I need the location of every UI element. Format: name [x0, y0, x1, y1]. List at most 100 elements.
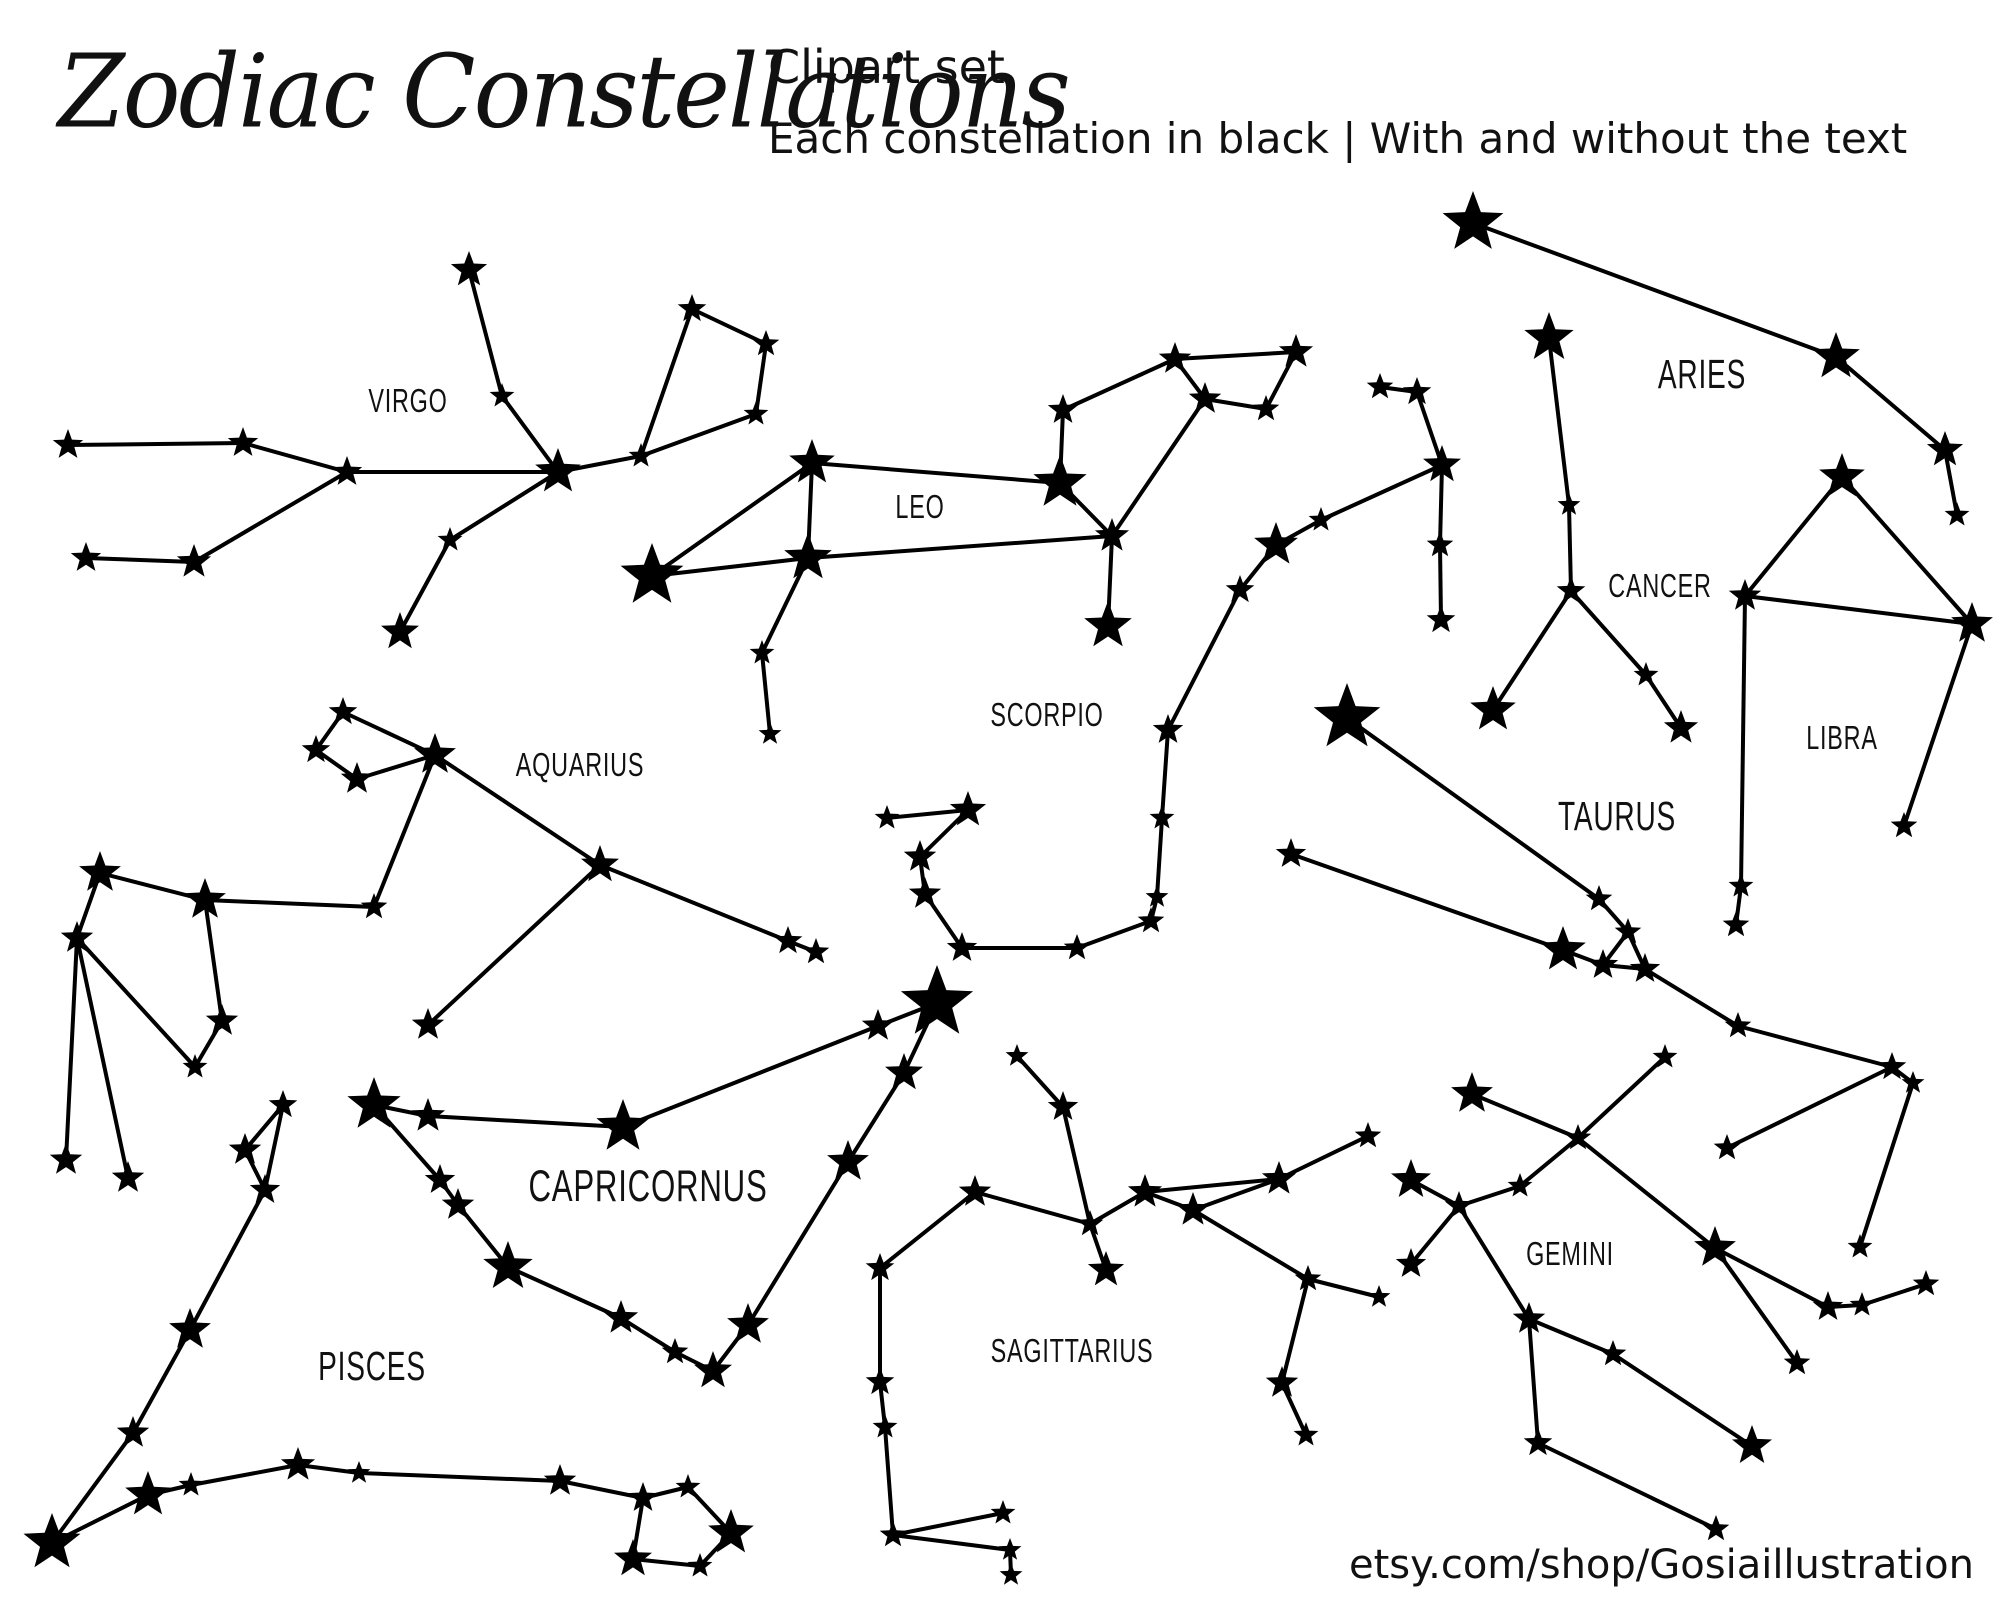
scorpio-connector-line	[1166, 588, 1242, 732]
aquarius-star-icon	[802, 938, 830, 964]
scorpio-connector-line	[1075, 919, 1153, 950]
gemini-label: GEMINI	[1526, 1236, 1614, 1273]
leo-star-icon	[1158, 342, 1192, 373]
virgo-star-icon	[331, 456, 363, 485]
gemini-star-icon	[1507, 1173, 1533, 1197]
pisces-star-icon	[687, 1553, 713, 1577]
sagittarius-star-icon	[958, 1175, 992, 1206]
constellation-gemini: GEMINI	[1391, 1044, 1940, 1541]
scorpio-star-icon	[1145, 885, 1169, 907]
pisces-star-icon	[543, 1464, 577, 1495]
gemini-connector-line	[1457, 1204, 1531, 1321]
scorpio-star-icon	[903, 840, 937, 871]
sagittarius-connector-line	[1015, 1054, 1065, 1109]
scorpio-star-icon	[874, 805, 900, 829]
taurus-star-icon	[1587, 949, 1619, 978]
page-title: Zodiac Constellations	[58, 33, 1071, 151]
gemini-star-icon	[1512, 1302, 1546, 1333]
gemini-connector-line	[1576, 1136, 1717, 1250]
taurus-connector-line	[1345, 716, 1601, 901]
scorpio-star-icon	[1366, 373, 1394, 399]
taurus-connector-line	[1643, 967, 1740, 1028]
gemini-star-icon	[1391, 1159, 1431, 1197]
pisces-star-icon	[249, 1174, 281, 1203]
virgo-connector-line	[448, 470, 560, 542]
leo-star-icon	[1278, 334, 1314, 367]
sagittarius-star-icon	[1076, 1210, 1104, 1236]
leo-connector-line	[1203, 397, 1268, 411]
leo-star-icon	[758, 722, 782, 744]
capricornus-star-icon	[483, 1241, 533, 1288]
gemini-star-icon	[1694, 1226, 1736, 1266]
scorpio-star-icon	[1402, 377, 1432, 405]
sagittarius-star-icon	[1265, 1366, 1299, 1397]
sagittarius-star-icon	[1367, 1285, 1391, 1307]
sagittarius-star-icon	[872, 1414, 898, 1438]
aries-connector-line	[1471, 221, 1838, 359]
scorpio-star-icon	[1423, 445, 1461, 482]
taurus-star-icon	[1847, 1234, 1873, 1258]
aquarius-star-icon	[414, 733, 456, 773]
leo-connector-line	[810, 461, 1062, 485]
aquarius-star-icon	[340, 762, 374, 793]
leo-connector-line	[650, 461, 814, 578]
scorpio-star-icon	[1308, 507, 1334, 531]
constellation-virgo: VIRGO	[52, 251, 780, 649]
cancer-star-icon	[1633, 662, 1659, 686]
sagittarius-star-icon	[999, 1563, 1023, 1585]
virgo-star-icon	[227, 427, 259, 456]
sagittarius-connector-line	[891, 1533, 1012, 1552]
capricornus-star-icon	[827, 1140, 869, 1180]
virgo-star-icon	[52, 429, 84, 458]
constellation-leo: LEO	[620, 334, 1314, 744]
libra-star-icon	[1951, 602, 1993, 642]
capricornus-star-icon	[694, 1351, 732, 1388]
aquarius-star-icon	[581, 845, 619, 882]
aries-star-icon	[1442, 191, 1504, 249]
capricornus-connector-line	[619, 1316, 677, 1354]
sagittarius-connector-line	[1088, 1190, 1147, 1226]
capricornus-star-icon	[441, 1188, 475, 1219]
capricornus-star-icon	[603, 1300, 639, 1333]
capricornus-star-icon	[861, 1009, 895, 1040]
virgo-connector-line	[84, 556, 196, 564]
aquarius-star-icon	[60, 921, 94, 952]
taurus-star-icon	[1275, 838, 1307, 867]
constellation-pisces: PISCES	[23, 1090, 754, 1577]
sagittarius-star-icon	[879, 1521, 907, 1547]
scorpio-connector-line	[1319, 463, 1444, 522]
libra-connector-line	[1743, 475, 1844, 598]
capricornus-connector-line	[846, 1071, 906, 1164]
sagittarius-star-icon	[1261, 1161, 1297, 1194]
scorpio-star-icon	[1426, 531, 1454, 557]
scorpio-star-icon	[908, 877, 942, 908]
gemini-star-icon	[1523, 1428, 1553, 1456]
pisces-connector-line	[631, 1557, 702, 1568]
virgo-connector-line	[66, 441, 245, 447]
pisces-connector-line	[50, 1431, 135, 1545]
pisces-connector-line	[357, 1471, 562, 1483]
pisces-connector-line	[131, 1328, 192, 1435]
leo-label: LEO	[895, 489, 944, 526]
leo-star-icon	[789, 439, 835, 483]
constellation-scorpio: SCORPIO	[874, 373, 1461, 961]
scorpio-connector-line	[885, 808, 970, 820]
gemini-connector-line	[1713, 1246, 1830, 1309]
cancer-star-icon	[1524, 312, 1574, 359]
libra-connector-line	[1840, 475, 1974, 626]
sagittarius-star-icon	[1294, 1265, 1322, 1291]
aquarius-star-icon	[773, 926, 803, 954]
pisces-connector-line	[188, 1188, 267, 1332]
page-description: Each constellation in black | With and w…	[768, 114, 1908, 163]
gemini-star-icon	[1732, 1425, 1772, 1463]
aquarius-star-icon	[411, 1008, 445, 1039]
aquarius-connector-line	[426, 863, 602, 1027]
leo-star-icon	[1033, 455, 1087, 506]
sagittarius-connector-line	[891, 1511, 1005, 1537]
aquarius-connector-line	[203, 898, 376, 909]
capricornus-star-icon	[596, 1099, 650, 1150]
leo-star-icon	[1188, 382, 1222, 413]
capricornus-label: CAPRICORNUS	[528, 1162, 767, 1212]
sagittarius-star-icon	[1175, 1192, 1211, 1225]
aquarius-connector-line	[75, 936, 130, 1180]
